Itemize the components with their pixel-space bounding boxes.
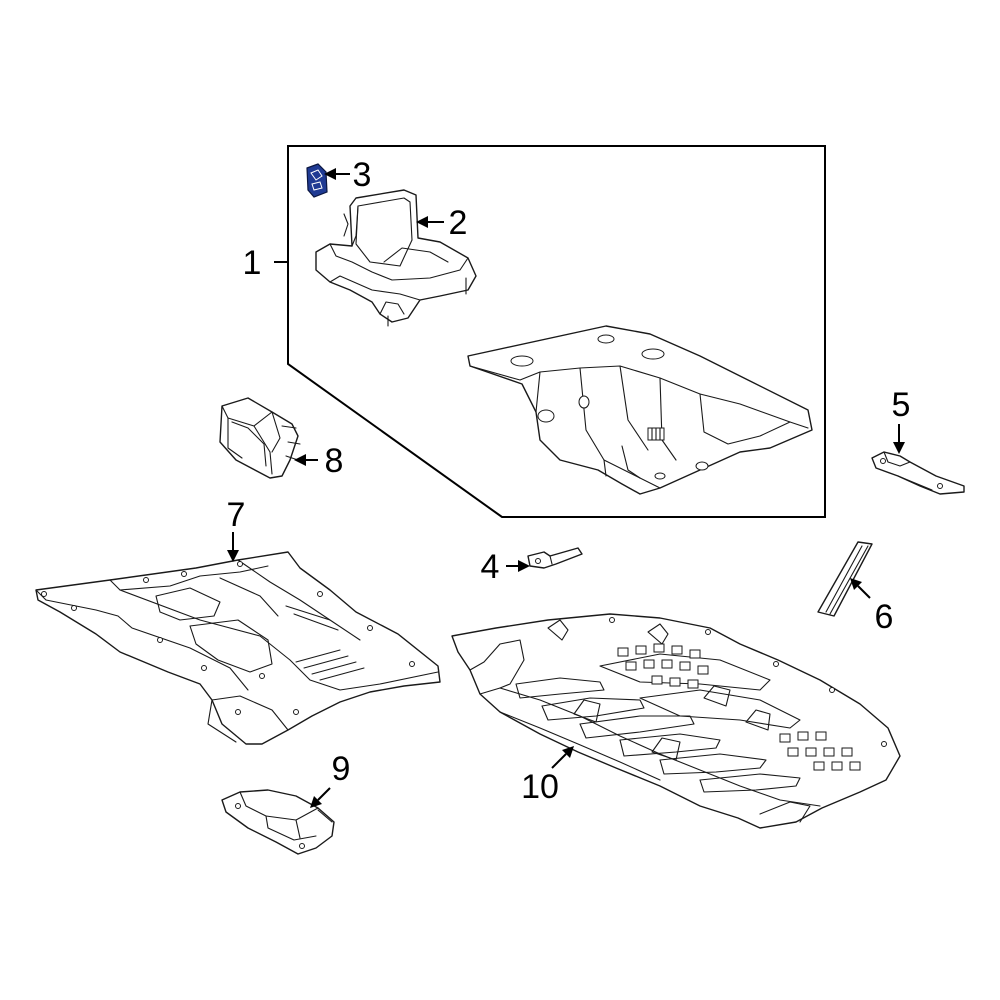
- callout-7: 7: [227, 496, 246, 562]
- part-6-strip[interactable]: [817, 541, 873, 617]
- part-10-underbody-panel[interactable]: [451, 613, 901, 829]
- callout-10-label: 10: [521, 768, 559, 806]
- callout-4: 4: [481, 548, 530, 586]
- callout-1-label: 1: [243, 244, 262, 282]
- callout-5: 5: [892, 386, 911, 454]
- callout-2-label: 2: [449, 204, 468, 242]
- callout-6-label: 6: [875, 598, 894, 636]
- part-1-spare-tub[interactable]: [467, 325, 813, 495]
- part-9-cover[interactable]: [221, 789, 335, 855]
- callout-6: 6: [850, 578, 893, 636]
- slot-grid-upper: [617, 643, 709, 689]
- callout-8: 8: [294, 442, 343, 480]
- part-8-duct[interactable]: [219, 397, 301, 479]
- callout-8-label: 8: [325, 442, 344, 480]
- callout-9: 9: [310, 750, 350, 808]
- assembly-frame: [287, 145, 826, 518]
- callout-10: 10: [521, 746, 574, 806]
- part-3-clip[interactable]: [306, 163, 328, 198]
- callout-2: 2: [416, 204, 467, 242]
- part-7-underbody-shield[interactable]: [35, 551, 441, 745]
- part-5-bracket[interactable]: [871, 451, 965, 495]
- part-2-bracket-tray[interactable]: [315, 189, 477, 327]
- callout-5-label: 5: [892, 386, 911, 424]
- callout-7-label: 7: [227, 496, 246, 534]
- callout-3-label: 3: [353, 156, 372, 194]
- callout-4-label: 4: [481, 548, 500, 586]
- slot-grid-lower: [779, 731, 861, 771]
- callout-1: 1: [243, 244, 288, 282]
- part-4-bracket[interactable]: [527, 547, 583, 569]
- callout-3: 3: [324, 156, 371, 194]
- callout-9-label: 9: [332, 750, 351, 788]
